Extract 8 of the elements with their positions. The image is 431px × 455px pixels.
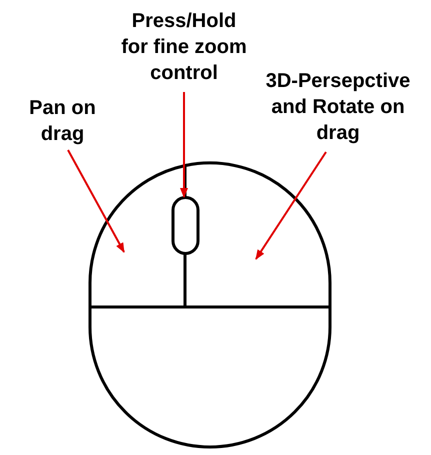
scroll-wheel: [172, 196, 200, 255]
leader-arrow: [67, 150, 125, 253]
leader-arrow: [180, 92, 188, 198]
leader-arrow: [255, 151, 327, 260]
callout-text: Press/Hold for fine zoom control: [118, 8, 250, 86]
callout-text: Pan on drag: [20, 95, 105, 147]
mouse-button: [184, 162, 332, 308]
callout-text: 3D-Persepctive and Rotate on drag: [248, 68, 428, 146]
